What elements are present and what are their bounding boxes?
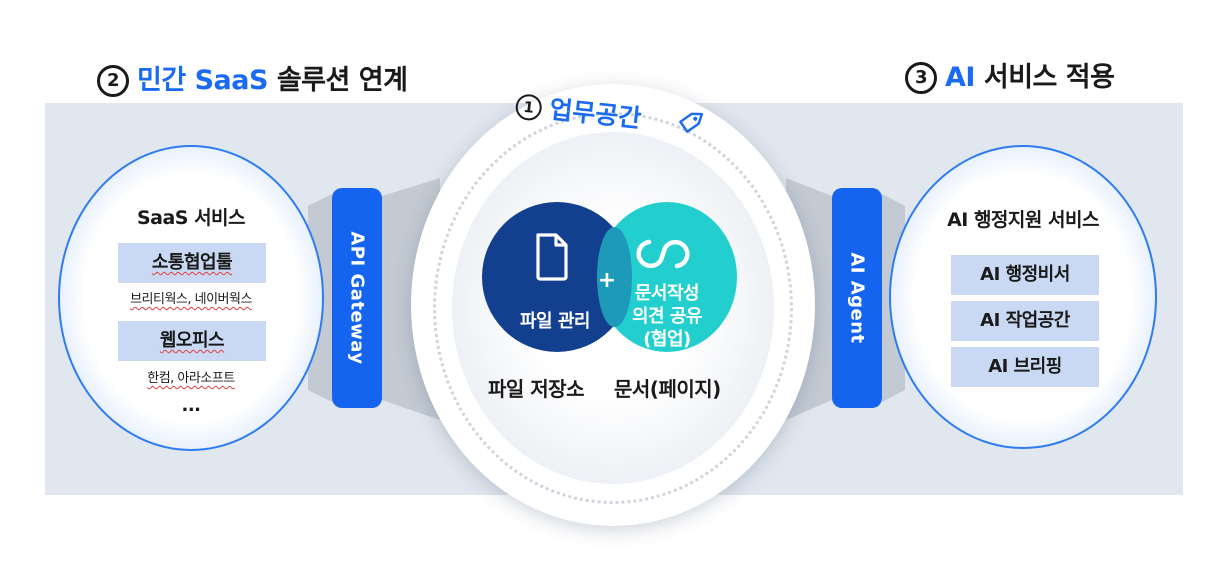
tag-icon	[679, 112, 704, 133]
ai-item-briefing: AI 브리핑	[951, 347, 1099, 387]
saas-item-web-office-sub: 한컴, 아라소프트	[147, 371, 235, 386]
plus-sign: +	[597, 268, 617, 293]
section-title-ai: 3 AI 서비스 적용	[905, 55, 1115, 94]
section-title-ai-highlight: AI	[945, 62, 975, 93]
section-title-saas-highlight: 민간 SaaS	[137, 65, 268, 96]
saas-item-web-office: 웹오피스	[118, 321, 266, 361]
saas-item-collab-tool-sub: 브리티웍스, 네이버웍스	[130, 292, 252, 307]
file-storage-label: 파일 저장소	[488, 377, 584, 401]
api-gateway-label: API Gateway	[346, 231, 368, 365]
file-management-label: 파일 관리	[519, 311, 591, 332]
doc-label-line-2: 의견 공유	[631, 306, 703, 327]
circles-overlap	[597, 227, 632, 327]
doc-label-line-3: (협업)	[643, 329, 691, 350]
saas-heading: SaaS 서비스	[136, 207, 246, 229]
infinity-link-icon	[636, 239, 690, 269]
document-collab-label: 문서작성 의견 공유 (협업)	[612, 282, 722, 351]
ai-agent-label: AI Agent	[846, 252, 868, 344]
ai-item-workspace: AI 작업공간	[951, 301, 1099, 341]
section-title-saas-rest: 솔루션 연계	[267, 65, 408, 96]
doc-label-line-1: 문서작성	[634, 283, 700, 304]
workspace-dotted-ring	[433, 112, 793, 504]
section-title-saas: 2 민간 SaaS 솔루션 연계	[97, 58, 408, 97]
ai-item-admin-assistant: AI 행정비서	[951, 255, 1099, 295]
file-icon	[536, 233, 568, 281]
ai-heading: AI 행정지원 서비스	[947, 209, 1099, 231]
ai-agent-bar: AI Agent	[832, 188, 882, 408]
step-number-1: 1	[514, 93, 544, 122]
ai-services-ellipse: AI 행정지원 서비스 AI 행정비서 AI 작업공간 AI 브리핑	[889, 145, 1157, 449]
api-gateway-bar: API Gateway	[332, 188, 382, 408]
saas-more: ...	[181, 395, 201, 416]
section-title-ai-rest: 서비스 적용	[974, 62, 1115, 93]
saas-item-collab-tool: 소통협업툴	[118, 243, 266, 283]
saas-services-ellipse: SaaS 서비스 소통협업툴 브리티웍스, 네이버웍스 웹오피스 한컴, 아라소…	[58, 145, 324, 451]
step-number-3: 3	[905, 62, 937, 94]
step-number-2: 2	[97, 65, 129, 97]
document-page-label: 문서(페이지)	[614, 377, 721, 401]
